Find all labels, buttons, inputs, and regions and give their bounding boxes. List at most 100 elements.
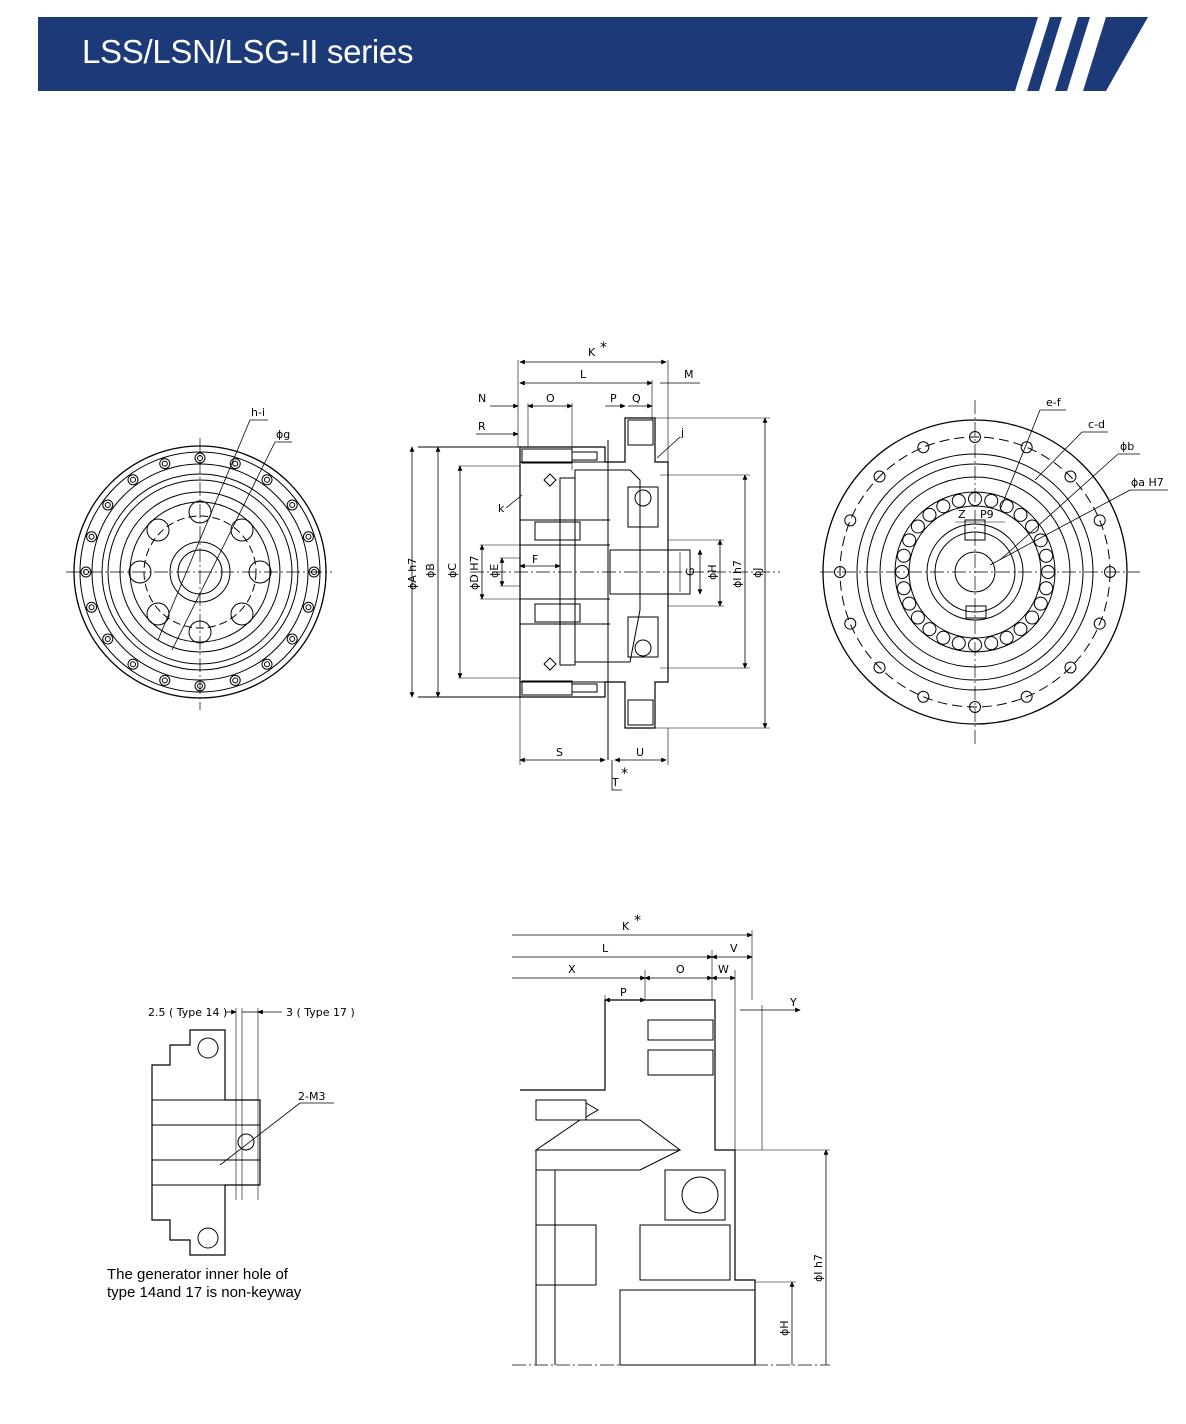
- label-h-i: h-i: [251, 406, 265, 419]
- front-bolt-hole-inner: [264, 476, 271, 483]
- front-bolt-hole-inner: [83, 569, 89, 575]
- front-bolt-hole: [261, 474, 273, 486]
- label-type17: 3 ( Type 17 ): [286, 1006, 355, 1019]
- rear-bolt-hole: [844, 617, 857, 630]
- rear-roller: [902, 533, 917, 548]
- front-bolt-hole: [302, 601, 314, 613]
- rear-roller: [1033, 596, 1048, 611]
- front-bolt-hole: [86, 601, 98, 613]
- label-bottom-K: K: [622, 920, 630, 933]
- rear-roller: [936, 499, 951, 514]
- rear-roller: [922, 622, 937, 637]
- rear-roller: [999, 499, 1014, 514]
- rear-roller: [910, 610, 925, 625]
- label-O: O: [546, 392, 555, 405]
- label-S: S: [556, 746, 563, 759]
- label-Z: Z: [958, 508, 966, 521]
- rear-roller: [984, 636, 999, 651]
- front-bolt-hole: [194, 680, 206, 692]
- label-K-star: *: [600, 340, 607, 356]
- rear-roller: [1025, 610, 1040, 625]
- rear-bolt-hole: [917, 441, 930, 454]
- front-bolt-hole-inner: [264, 661, 271, 668]
- rear-bolt-hole: [873, 470, 886, 483]
- note-line-1: The generator inner hole of: [107, 1266, 288, 1283]
- label-e-f: e-f: [1046, 396, 1062, 409]
- label-bottom-H: ϕH: [778, 1320, 791, 1336]
- rear-bolt-hole: [873, 661, 886, 674]
- rear-view: [820, 400, 1168, 745]
- rear-roller: [922, 507, 937, 522]
- front-bolt-hole-inner: [129, 661, 136, 668]
- front-bolt-hole-inner: [129, 476, 136, 483]
- detail-view: [151, 1008, 334, 1256]
- detail-note: The generator inner hole of type 14and 1…: [107, 1266, 301, 1302]
- front-bolt-holes: [80, 452, 320, 692]
- rear-roller: [902, 596, 917, 611]
- label-type14: 2.5 ( Type 14 ): [148, 1006, 227, 1019]
- front-bolt-hole-inner: [161, 460, 168, 467]
- front-bolt-hole-inner: [88, 533, 95, 540]
- label-R: R: [478, 420, 486, 433]
- rear-roller: [999, 630, 1014, 645]
- rear-roller: [1025, 519, 1040, 534]
- label-E: ϕE: [488, 564, 501, 578]
- label-g: ϕg: [276, 428, 290, 441]
- front-bolt-hole: [159, 674, 171, 686]
- front-bolt-hole: [229, 458, 241, 470]
- rear-roller: [951, 636, 966, 651]
- label-Q: Q: [632, 392, 641, 405]
- label-T: T: [611, 776, 619, 789]
- label-P: P: [610, 392, 617, 405]
- label-bottom-K-star: *: [634, 913, 641, 929]
- label-bottom-Y: Y: [789, 996, 797, 1009]
- front-bolt-hole: [194, 452, 206, 464]
- front-bolt-hole: [127, 658, 139, 670]
- page-title: LSS/LSN/LSG-II series: [82, 33, 414, 70]
- label-A: ϕA h7: [406, 558, 419, 590]
- front-bolt-hole-inner: [305, 533, 312, 540]
- label-bottom-V: V: [730, 942, 738, 955]
- rear-bolt-hole: [969, 431, 981, 443]
- front-bolt-hole: [159, 458, 171, 470]
- rear-bolt-hole: [1064, 470, 1077, 483]
- rear-bolt-hole: [1093, 617, 1106, 630]
- rear-roller: [1039, 581, 1054, 596]
- rear-bolt-hole: [1020, 690, 1033, 703]
- front-bolt-hole: [229, 674, 241, 686]
- label-B: ϕB: [424, 563, 437, 578]
- note-line-2: type 14and 17 is non-keyway: [107, 1284, 302, 1301]
- rear-roller: [1039, 548, 1054, 563]
- front-bolt-hole: [261, 658, 273, 670]
- rear-roller: [1041, 565, 1055, 579]
- rear-bolt-hole: [1104, 566, 1116, 578]
- label-2-M3: 2-M3: [298, 1090, 325, 1103]
- front-bolt-hole-inner: [232, 677, 239, 684]
- label-P9: P9: [980, 508, 994, 521]
- rear-roller: [968, 492, 982, 506]
- label-L: L: [580, 368, 587, 381]
- front-bolt-hole-inner: [104, 501, 111, 508]
- label-J: ϕJ: [751, 567, 764, 578]
- front-bolt-hole-inner: [232, 460, 239, 467]
- label-D: ϕD H7: [468, 556, 481, 591]
- rear-roller: [1013, 507, 1028, 522]
- rear-roller: [951, 493, 966, 508]
- front-bolt-hole: [102, 499, 114, 511]
- rear-roller: [896, 581, 911, 596]
- rear-roller: [1013, 622, 1028, 637]
- rear-roller-bearing: [895, 492, 1055, 652]
- rear-bolt-hole: [1064, 661, 1077, 674]
- rear-bolt-hole: [834, 566, 846, 578]
- front-bolt-hole-inner: [88, 604, 95, 611]
- header-banner: [38, 17, 1148, 91]
- front-bolt-hole: [286, 499, 298, 511]
- label-bottom-I: ϕI h7: [812, 1254, 825, 1282]
- rear-bolt-hole: [917, 690, 930, 703]
- front-bolt-hole: [86, 531, 98, 543]
- front-bolt-hole: [302, 531, 314, 543]
- rear-roller: [936, 630, 951, 645]
- label-H: ϕH: [706, 564, 719, 580]
- front-bolt-hole-inner: [311, 569, 317, 575]
